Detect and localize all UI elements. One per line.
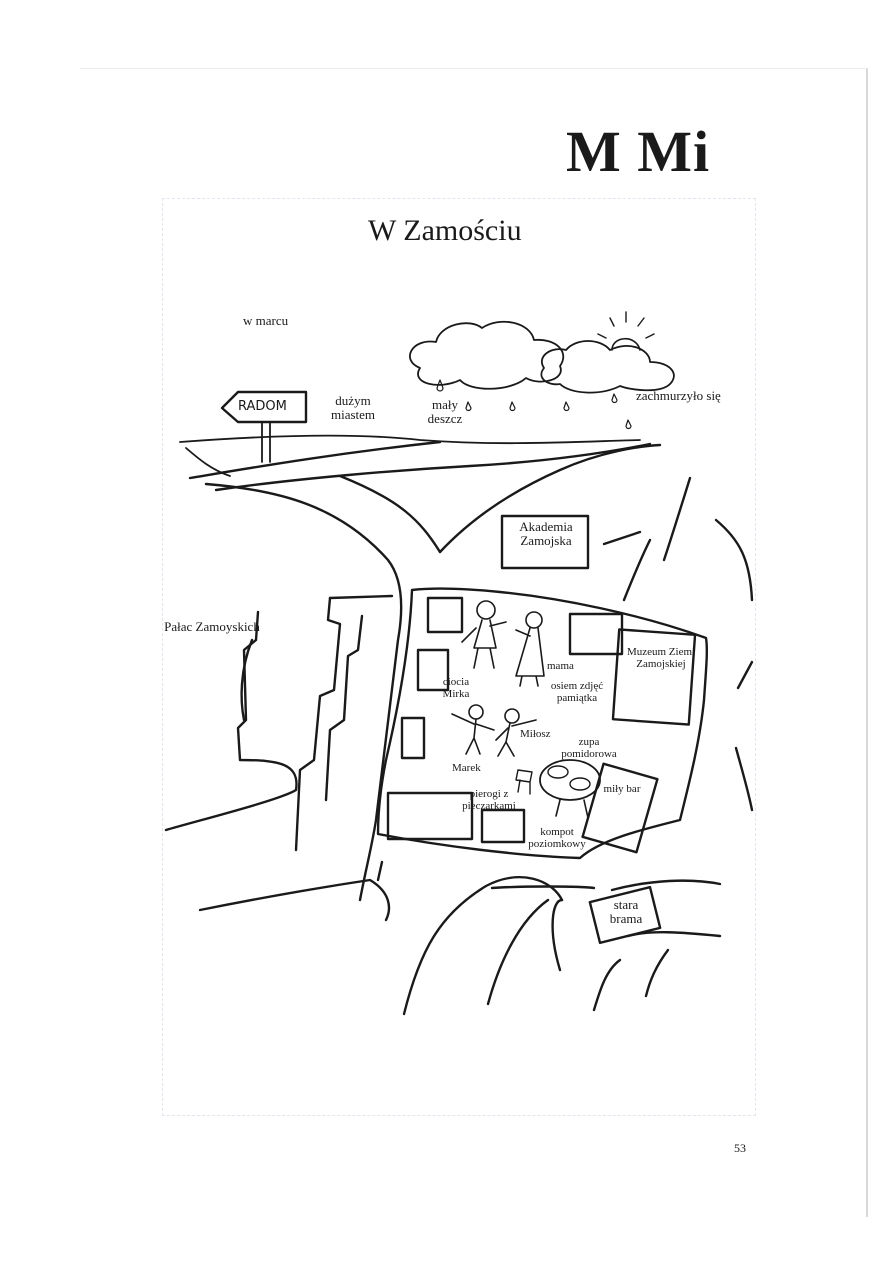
label-palace: Pałac Zamoyskich <box>164 619 260 634</box>
label-gate: stara brama <box>609 897 643 926</box>
label-pierogi: pierogi z pieczarkami <box>462 788 516 812</box>
label-compote: kompot poziomkowy <box>528 826 586 850</box>
label-rain: mały deszcz <box>427 397 463 426</box>
page-heading: M Mi <box>566 119 711 184</box>
sign-radom: RADOM <box>238 399 287 414</box>
label-big-city: dużym miastem <box>330 393 376 422</box>
label-marek: Marek <box>452 762 481 774</box>
label-soup: zupa pomidorowa <box>561 736 617 760</box>
page-number: 53 <box>734 1141 746 1155</box>
book-page <box>80 68 868 1217</box>
label-milosz: Miłosz <box>520 728 551 740</box>
label-bar: miły bar <box>603 783 641 795</box>
label-aunt: ciocia Mirka <box>442 676 470 700</box>
label-clouded: zachmurzyło się <box>636 388 721 403</box>
label-month: w marcu <box>243 313 289 328</box>
illustration-title: W Zamościu <box>368 214 522 247</box>
label-museum: Muzeum Ziemi Zamojskiej <box>626 646 696 670</box>
label-photos: osiem zdjęć pamiątka <box>550 680 604 704</box>
illustration-frame <box>162 198 756 1116</box>
label-academy: Akademia Zamojska <box>519 519 573 548</box>
label-mom: mama <box>547 660 574 672</box>
